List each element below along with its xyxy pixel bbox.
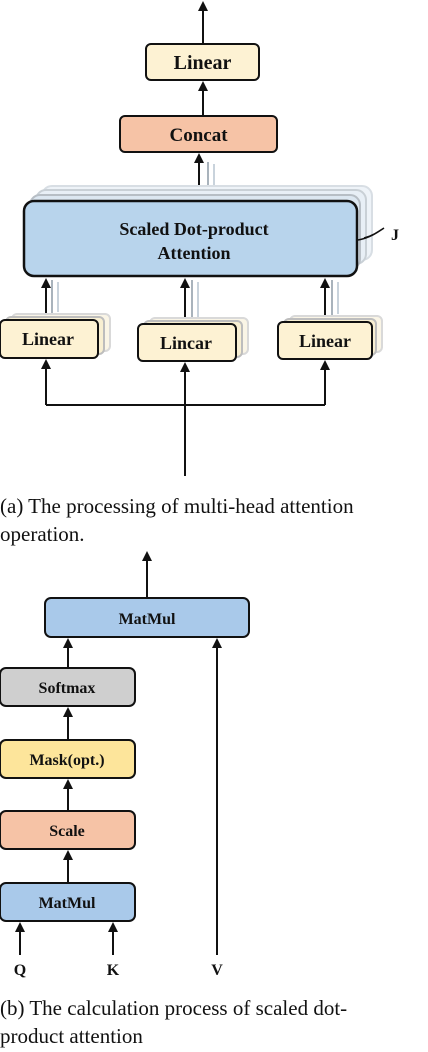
scaled-dot-product-diagram: MatMul Softmax Mask(opt.) Scale MatMul Q…	[0, 551, 347, 1048]
caption-b-line2: product attention	[0, 1024, 143, 1048]
input-q-label: Q	[14, 962, 26, 979]
softmax-box	[0, 667, 136, 707]
scale-box	[0, 810, 136, 850]
concat-label: Concat	[169, 125, 228, 146]
attention-box	[22, 199, 359, 278]
softmax-label: Softmax	[39, 680, 96, 697]
right-linear-label: Linear	[299, 331, 351, 351]
head-count-bracket	[357, 227, 385, 241]
mask-box	[0, 739, 136, 779]
matmul-bottom-box	[0, 882, 136, 922]
input-v-label: V	[211, 962, 223, 979]
scale-label: Scale	[49, 823, 85, 840]
right-linear-box	[277, 321, 373, 360]
caption-a-line1: (a) The processing of multi-head attenti…	[0, 494, 354, 518]
matmul-bottom-label: MatMul	[39, 895, 96, 912]
mask-label: Mask(opt.)	[29, 752, 104, 769]
caption-b-line1: (b) The calculation process of scaled do…	[0, 996, 347, 1020]
input-k-label: K	[107, 962, 120, 979]
top-linear-label: Linear	[174, 52, 232, 74]
middle-linear-box	[137, 323, 237, 362]
attention-label-line2: Attention	[158, 243, 231, 263]
concat-box	[119, 115, 278, 153]
attention-label-line1: Scaled Dot-product	[119, 219, 268, 239]
middle-linear-label: Lincar	[160, 333, 212, 353]
multi-head-attention-diagram: Linear Concat Scaled Dot-product Attenti…	[0, 1, 399, 546]
top-linear-box	[145, 43, 260, 81]
left-linear-label: Linear	[22, 329, 74, 349]
left-linear-box	[0, 319, 99, 359]
caption-a-line2: operation.	[0, 522, 85, 546]
head-count-label: J	[391, 227, 399, 244]
matmul-top-box	[44, 597, 250, 638]
matmul-top-label: MatMul	[119, 611, 176, 628]
